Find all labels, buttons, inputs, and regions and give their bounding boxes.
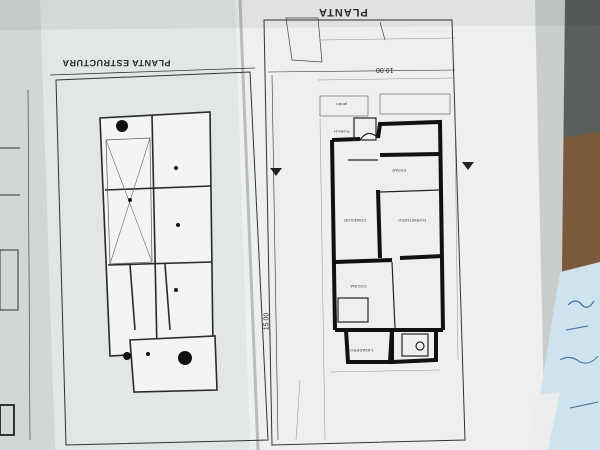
room-cocina: COCINA [350, 284, 367, 289]
room-estar: ESTAR [392, 168, 407, 173]
room-porch: PORCH [334, 129, 350, 134]
room-dormitorio: DORMITORIO [398, 218, 426, 223]
gate-detail [379, 21, 386, 41]
top-shadow [0, 0, 600, 30]
structure-slabs [99, 111, 218, 393]
paper-panel-right [235, 0, 548, 450]
entry-gate [285, 17, 323, 63]
columns [116, 120, 192, 365]
planta-estructura-title: PLANTA ESTRUCTURA [61, 58, 171, 68]
dimension-line-side [271, 74, 279, 441]
jardin-box-left [319, 95, 369, 117]
paper-under-note [528, 392, 560, 450]
dimension-side: 15.00 [263, 312, 271, 331]
dimension-line-top [267, 69, 456, 73]
room-jardin: jardín [336, 102, 348, 107]
dimension-top: 10.00 [376, 66, 394, 73]
house-walls [330, 119, 445, 365]
structure-frame [55, 71, 269, 446]
hatch-lines [295, 37, 459, 441]
title-underline-left [49, 67, 256, 76]
interior-walls [337, 117, 441, 357]
handwriting-2 [565, 325, 589, 331]
section-markers [270, 162, 474, 176]
planta-title: PLANTA [318, 6, 368, 18]
handwriting-4 [569, 401, 599, 409]
left-fragments [0, 89, 31, 441]
room-lavadero: LAVADERO [350, 348, 373, 353]
handwriting-3 [559, 355, 599, 364]
paper-fold [238, 0, 260, 450]
jardin-box-right [379, 93, 451, 115]
handwriting-1 [567, 300, 595, 308]
room-comedor: COMEDOR [344, 218, 367, 223]
plan-frame [263, 19, 466, 446]
